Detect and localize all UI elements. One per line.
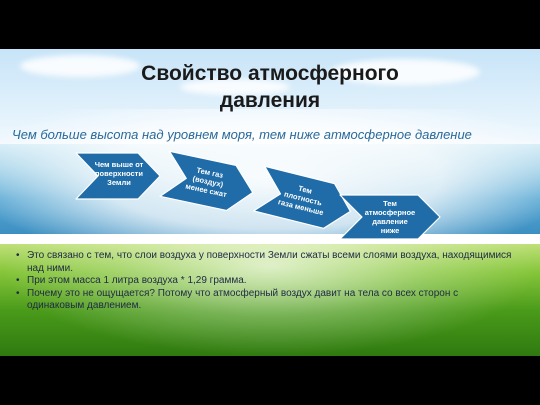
step-text: Тем (383, 199, 397, 208)
step-4-label: Тем атмосферное давление ниже (354, 199, 426, 235)
step-text: Земли (107, 178, 131, 187)
title-line: давления (219, 89, 321, 112)
bullet-item: Почему это не ощущается? Потому что атмо… (14, 288, 514, 313)
step-text: ниже (380, 226, 400, 235)
slide-title: Свойство атмосферного давления (100, 60, 440, 114)
chevron-step-2 (159, 150, 254, 212)
bullet-item: При этом масса 1 литра воздуха * 1,29 гр… (14, 275, 514, 288)
cloud (330, 59, 480, 85)
chevron-step-1 (75, 152, 161, 200)
title-line: Свойство атмосферного (141, 62, 399, 85)
step-text: поверхности (95, 169, 143, 178)
bullet-list: Это связано с тем, что слои воздуха у по… (14, 250, 514, 313)
chevron-step-4 (339, 194, 441, 240)
step-text: Чем выше от (94, 160, 144, 169)
chevron-step-3 (252, 165, 351, 229)
slide-subtitle: Чем больше высота над уровнем моря, тем … (12, 127, 472, 142)
bullet-item: Это связано с тем, что слои воздуха у по… (14, 250, 514, 275)
cloud (20, 55, 140, 77)
step-text: атмосферное (364, 208, 416, 217)
step-1-label: Чем выше от поверхности Земли (84, 160, 154, 187)
bottom-letterbox-band (0, 356, 540, 405)
cloud (180, 79, 290, 95)
top-letterbox-band (0, 0, 540, 49)
step-text: давление (372, 217, 408, 226)
